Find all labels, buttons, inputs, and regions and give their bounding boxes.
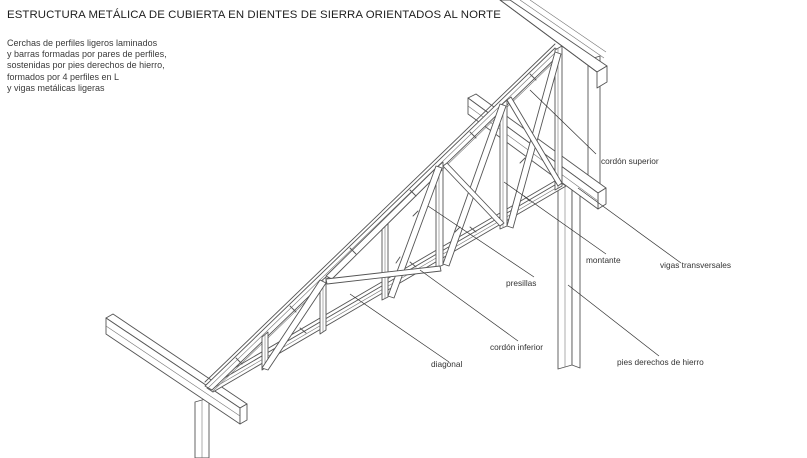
right-posts	[557, 55, 601, 370]
label-cordon-inferior: cordón inferior	[490, 342, 543, 352]
description-line-1: Cerchas de perfiles ligeros laminados	[7, 38, 158, 48]
description-line-4: formados por 4 perfiles en L	[7, 71, 120, 82]
label-cordon-superior: cordón superior	[601, 156, 659, 166]
label-vigas-transversales: vigas transversales	[660, 260, 731, 270]
description-line-2: y barras formadas por pares de perfiles,	[7, 49, 167, 60]
left-post	[194, 397, 210, 458]
description-line-5: y vigas metálicas ligeras	[7, 82, 105, 93]
top-transverse-beam	[499, 0, 608, 89]
label-pies-derechos: pies derechos de hierro	[617, 357, 704, 367]
diagram-title: ESTRUCTURA METÁLICA DE CUBIERTA EN DIENT…	[7, 9, 501, 21]
label-montante: montante	[586, 255, 621, 265]
label-presillas: presillas	[506, 278, 536, 288]
diagonal-members	[261, 51, 563, 371]
diagram-description: Cerchas de perfiles ligeros laminados y …	[7, 38, 167, 94]
label-diagonal: diagonal	[431, 359, 463, 369]
description-line-3: sostenidas por pies derechos de hierro,	[7, 60, 165, 71]
labels: cordón superior montante vigas transvers…	[431, 156, 731, 369]
leader-lines	[349, 89, 682, 363]
